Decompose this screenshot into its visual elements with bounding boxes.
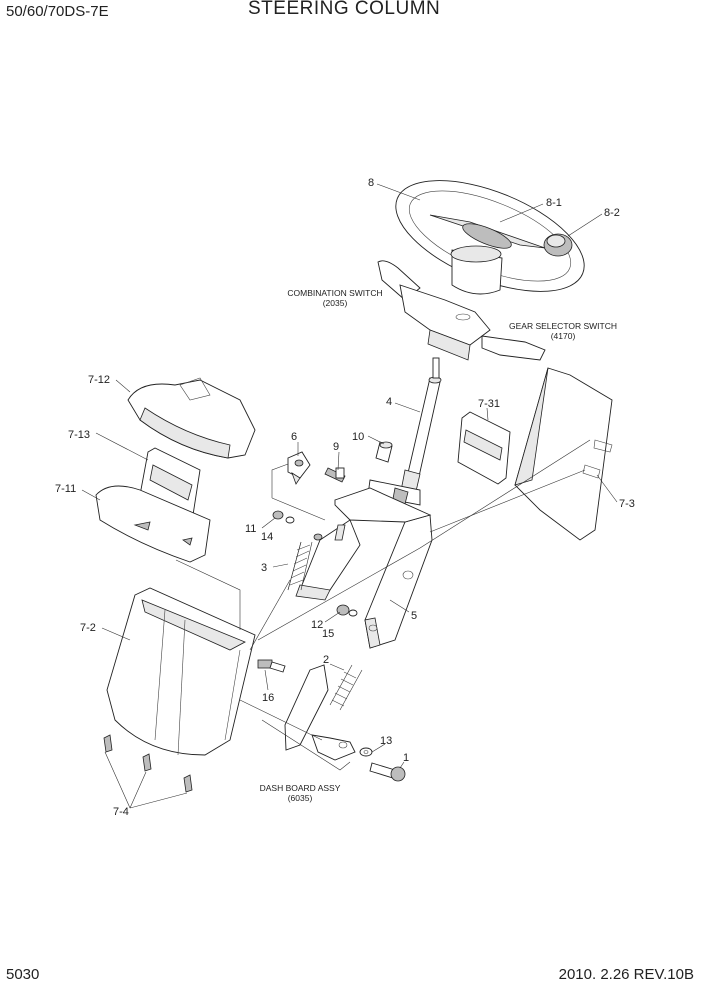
bolt-16 bbox=[257, 659, 286, 673]
pedal-bracket bbox=[284, 664, 356, 761]
cover-7-2 bbox=[106, 587, 256, 756]
callout-7-11: 7-11 bbox=[55, 483, 76, 495]
page-title: STEERING COLUMN bbox=[248, 0, 441, 19]
spring-2 bbox=[329, 664, 363, 711]
note-dash-board-assy: DASH BOARD ASSY bbox=[260, 783, 341, 793]
tilt-lever bbox=[287, 451, 311, 485]
mounting-plate bbox=[295, 487, 432, 601]
note-gear-selector-switch-ref: (4170) bbox=[551, 331, 576, 341]
callout-10: 10 bbox=[352, 431, 364, 443]
spring-3 bbox=[287, 541, 313, 591]
revision-date: 2010. 2.26 REV.10B bbox=[558, 966, 694, 983]
callout-1: 1 bbox=[403, 752, 409, 764]
note-combination-switch-ref: (2035) bbox=[323, 298, 348, 308]
callout-7-4: 7-4 bbox=[113, 806, 129, 818]
callout-7-3: 7-3 bbox=[619, 498, 635, 510]
steering-wheel bbox=[395, 180, 585, 295]
callout-13: 13 bbox=[380, 735, 392, 747]
callout-8-1: 8-1 bbox=[546, 197, 562, 209]
callout-11: 11 bbox=[245, 523, 256, 535]
callout-9: 9 bbox=[333, 441, 339, 453]
page-number: 5030 bbox=[6, 966, 40, 983]
callout-15: 15 bbox=[322, 628, 334, 640]
callout-16: 16 bbox=[262, 692, 274, 704]
note-gear-selector-switch: GEAR SELECTOR SWITCH bbox=[509, 321, 617, 331]
combination-switch bbox=[377, 260, 546, 361]
callout-3: 3 bbox=[261, 562, 267, 574]
callout-7-2: 7-2 bbox=[80, 622, 96, 634]
callout-4: 4 bbox=[386, 396, 392, 408]
note-dash-board-assy-ref: (6035) bbox=[288, 793, 313, 803]
cover-7-12 bbox=[127, 377, 256, 459]
clamp-7-31 bbox=[457, 411, 511, 485]
bolt-1-washer-13 bbox=[359, 747, 406, 782]
leader-lines bbox=[81, 183, 618, 809]
nuts-washers bbox=[272, 510, 358, 617]
note-combination-switch: COMBINATION SWITCH bbox=[287, 288, 382, 298]
callout-8: 8 bbox=[368, 177, 374, 189]
callout-8-2: 8-2 bbox=[604, 207, 620, 219]
column-shaft bbox=[367, 357, 442, 509]
callout-5: 5 bbox=[411, 610, 417, 622]
callout-7-12: 7-12 bbox=[88, 374, 110, 386]
callout-7-13: 7-13 bbox=[68, 429, 90, 441]
cover-7-3 bbox=[514, 367, 613, 541]
screws-7-4 bbox=[103, 734, 193, 793]
callout-14: 14 bbox=[261, 531, 273, 543]
callout-12: 12 bbox=[311, 619, 323, 631]
cover-7-11 bbox=[95, 485, 211, 563]
callout-6: 6 bbox=[291, 431, 297, 443]
model-number: 50/60/70DS-7E bbox=[6, 3, 109, 20]
column-bracket bbox=[364, 514, 433, 649]
callout-2: 2 bbox=[323, 654, 329, 666]
callout-7-31: 7-31 bbox=[478, 398, 500, 410]
bolts-9-10 bbox=[324, 441, 393, 483]
